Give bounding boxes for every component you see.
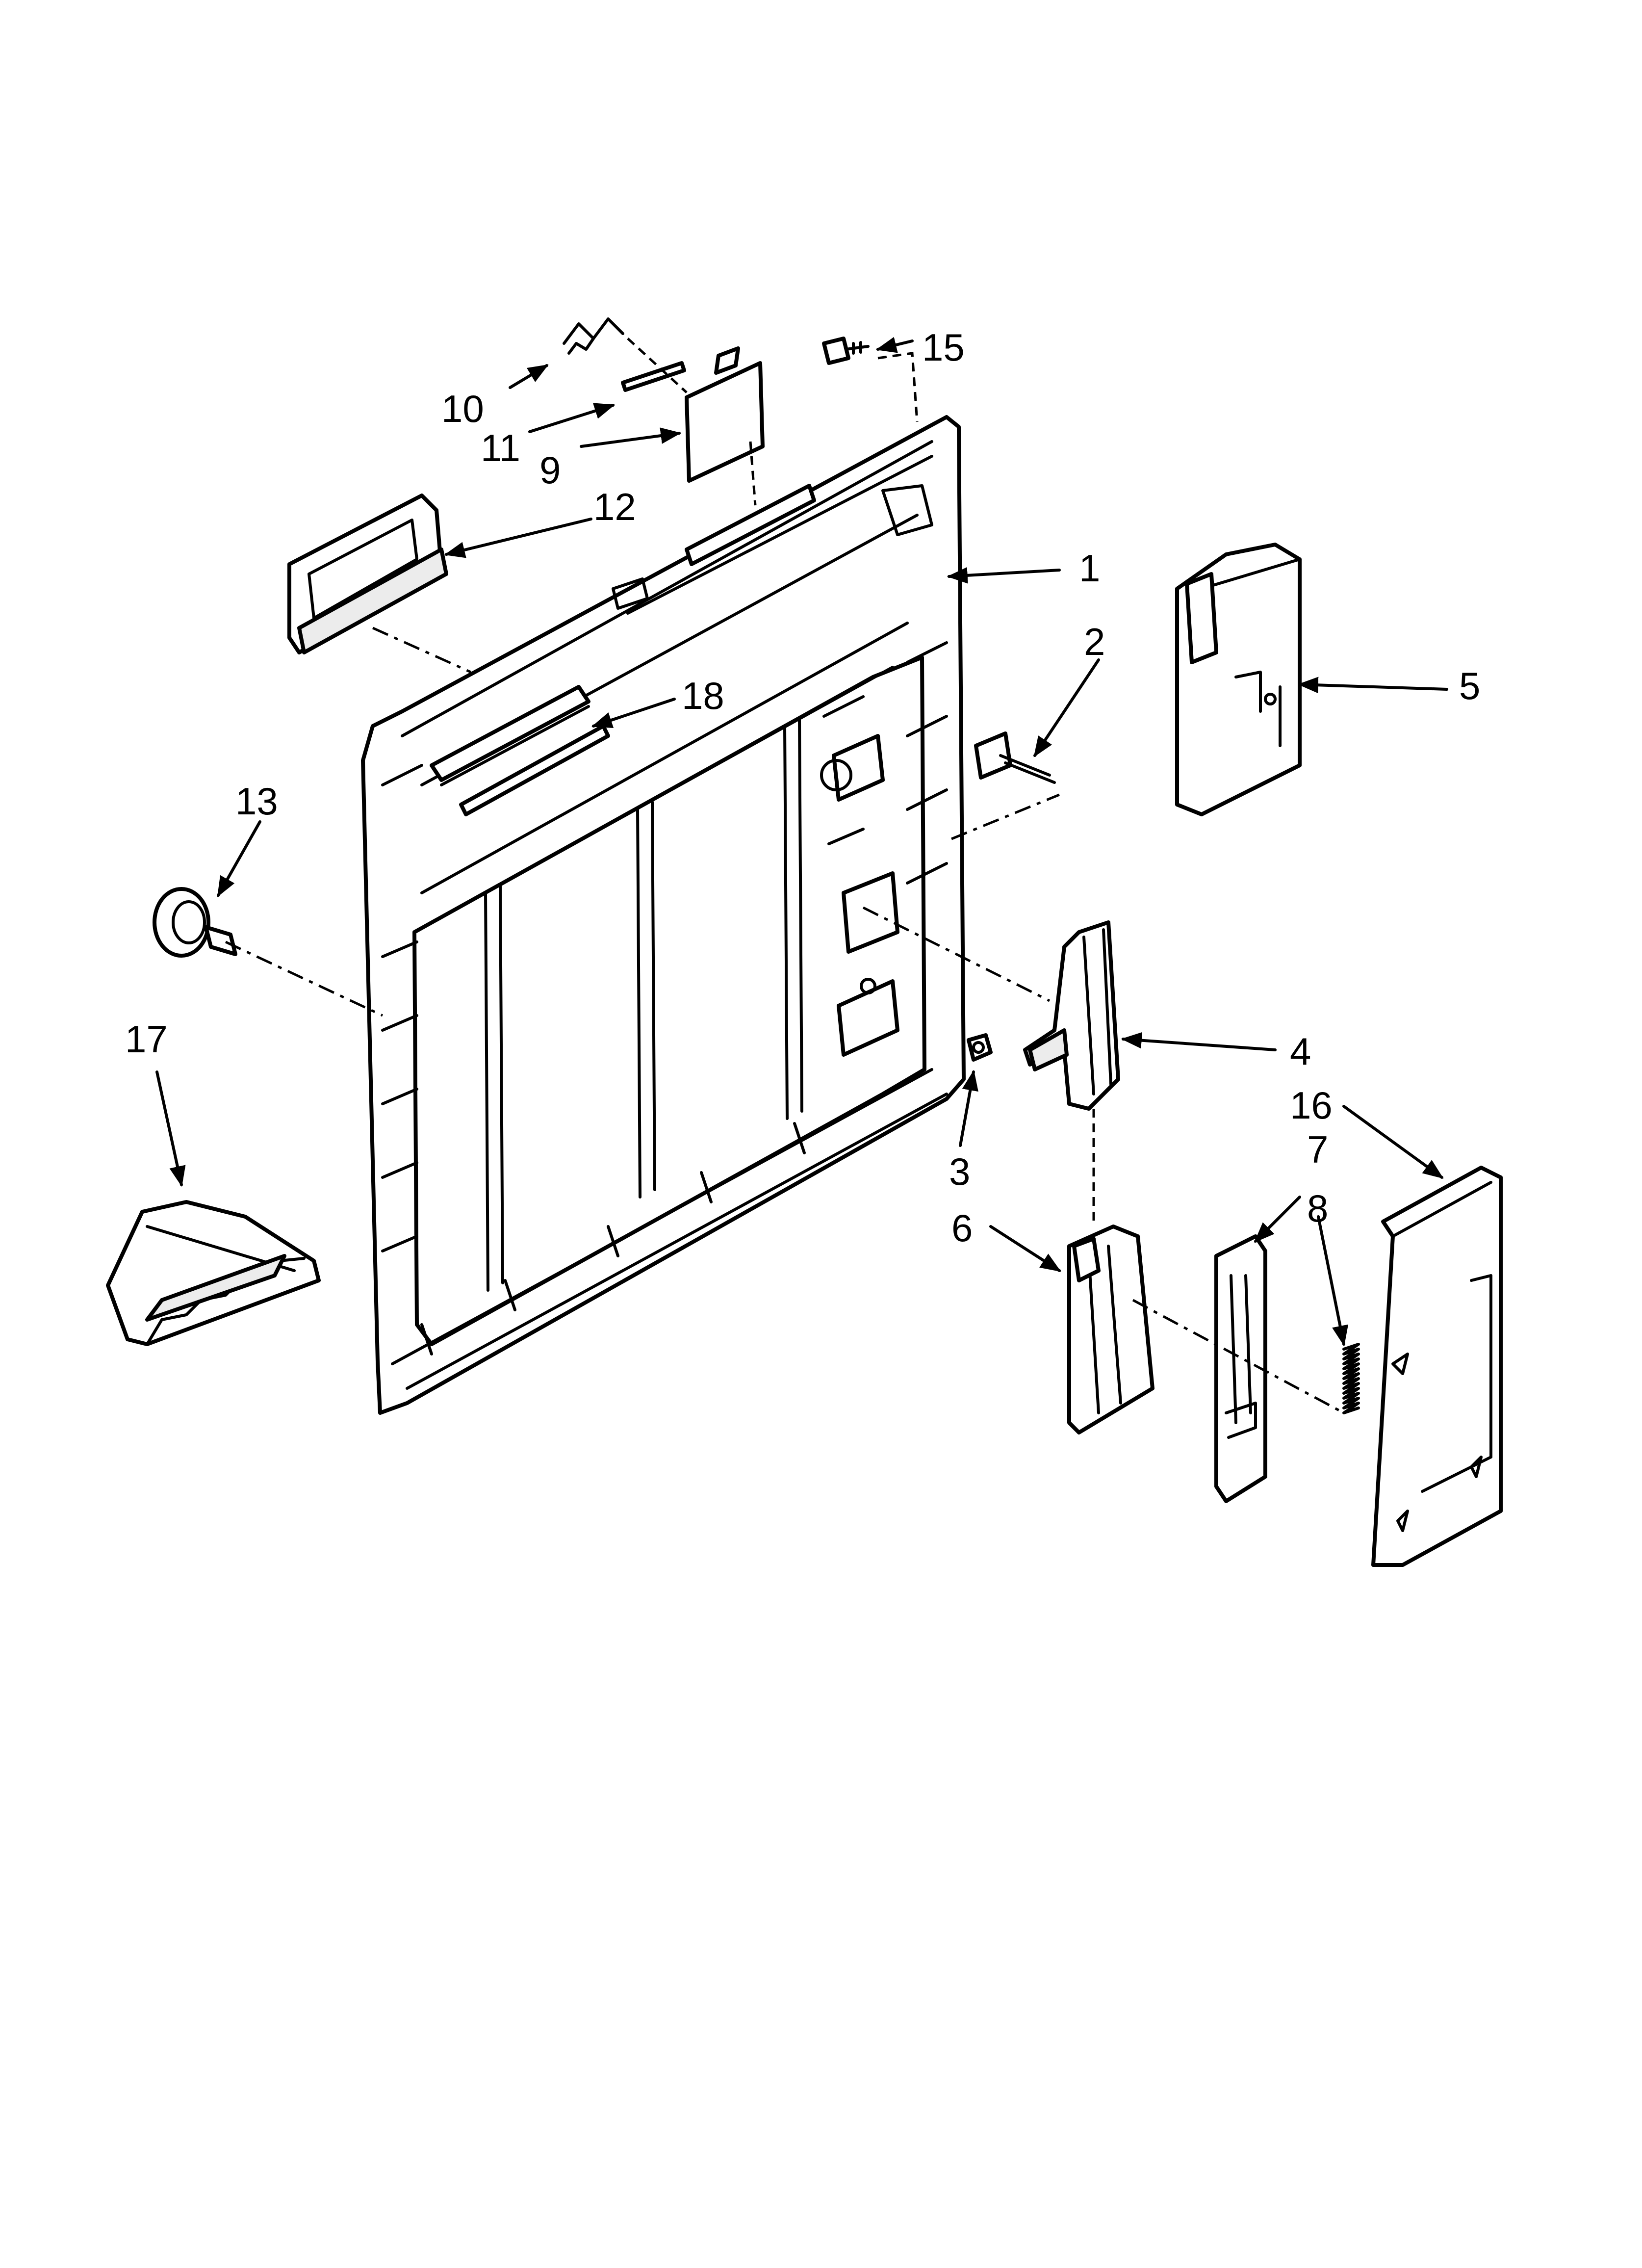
callout-10: 10	[441, 387, 484, 430]
callout-17: 17	[125, 1017, 168, 1061]
nut	[967, 1033, 993, 1062]
vent-handle	[287, 494, 448, 654]
callout-3: 3	[949, 1150, 970, 1193]
callout-1: 1	[1079, 547, 1100, 590]
screw	[822, 337, 870, 365]
callout-9: 9	[539, 448, 561, 492]
latch-housing	[1175, 543, 1302, 816]
latch-slide	[1023, 920, 1120, 1111]
cover-bracket	[685, 346, 765, 483]
callout-16: 16	[1290, 1084, 1333, 1127]
callout-5: 5	[1459, 664, 1480, 707]
callout-12: 12	[593, 485, 636, 528]
callout-13: 13	[235, 780, 278, 823]
strike-plate	[1214, 1234, 1267, 1503]
alignment-lines	[225, 338, 1345, 1414]
callout-2: 2	[1084, 620, 1105, 663]
knob	[153, 887, 237, 958]
hinge-pin	[974, 731, 1056, 784]
callout-labels: 10 11 9 15 12 1 2 5 18 13 17 4 16 7 3 8 …	[125, 326, 1480, 1250]
inner-door-panel	[361, 415, 966, 1415]
spring-clip	[563, 317, 624, 355]
callout-18: 18	[682, 674, 724, 717]
callout-15: 15	[922, 326, 965, 369]
callout-8: 8	[1307, 1187, 1328, 1230]
vent-bar	[430, 685, 610, 816]
callout-4: 4	[1290, 1030, 1311, 1073]
latch-base	[1067, 1225, 1155, 1434]
callout-7: 7	[1307, 1128, 1328, 1171]
bottom-trim	[106, 1200, 321, 1346]
callout-11: 11	[481, 426, 520, 469]
callout-6: 6	[951, 1206, 973, 1250]
leader-arrows	[155, 337, 1448, 1347]
side-cover	[1371, 1166, 1503, 1567]
rod	[621, 361, 686, 392]
spring	[1342, 1343, 1360, 1414]
